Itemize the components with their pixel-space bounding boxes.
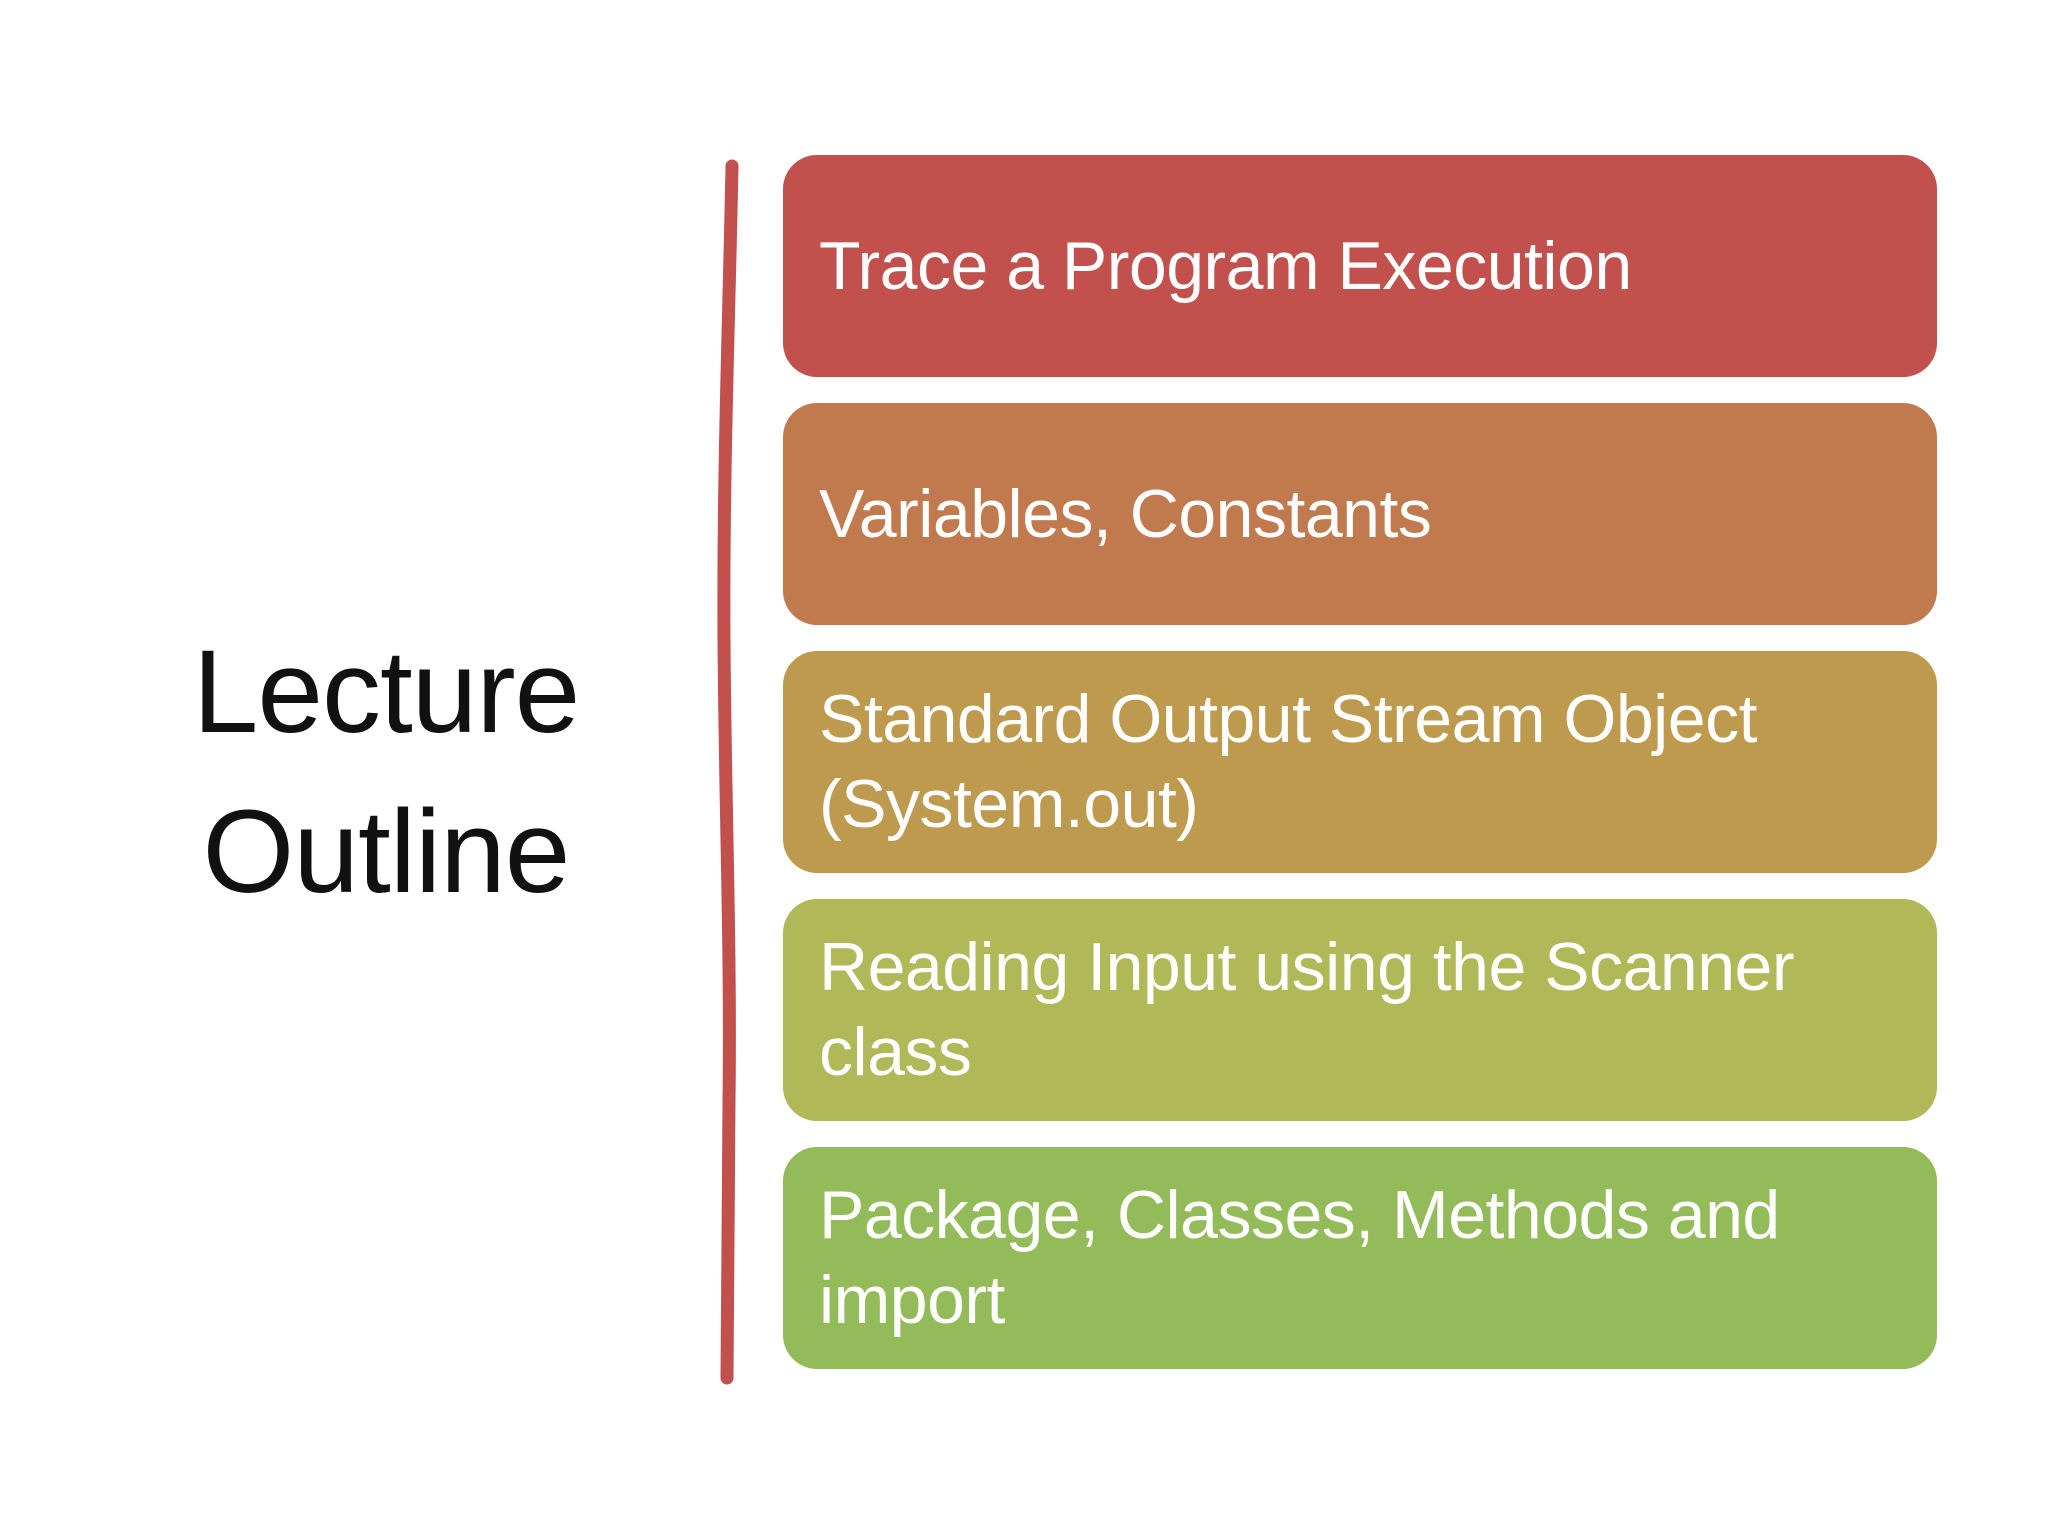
- outline-item-variables-constants: Variables, Constants: [783, 403, 1937, 625]
- outline-item-trace-program-execution: Trace a Program Execution: [783, 155, 1937, 377]
- outline-item-label: Package, Classes, Methods and import: [819, 1177, 1780, 1338]
- outline-item-package-classes-methods-import: Package, Classes, Methods and import: [783, 1147, 1937, 1369]
- slide-title: Lecture Outline: [192, 626, 581, 918]
- outline-item-standard-output-stream: Standard Output Stream Object (System.ou…: [783, 651, 1937, 873]
- outline-item-label: Reading Input using the Scanner class: [819, 929, 1794, 1090]
- outline-item-label: Trace a Program Execution: [819, 227, 1632, 304]
- divider-line-stroke: [717, 159, 739, 1385]
- outline-list: Trace a Program Execution Variables, Con…: [783, 155, 1937, 1369]
- outline-item-reading-input-scanner: Reading Input using the Scanner class: [783, 899, 1937, 1121]
- outline-item-label: Variables, Constants: [819, 475, 1432, 552]
- outline-item-label: Standard Output Stream Object (System.ou…: [819, 681, 1758, 842]
